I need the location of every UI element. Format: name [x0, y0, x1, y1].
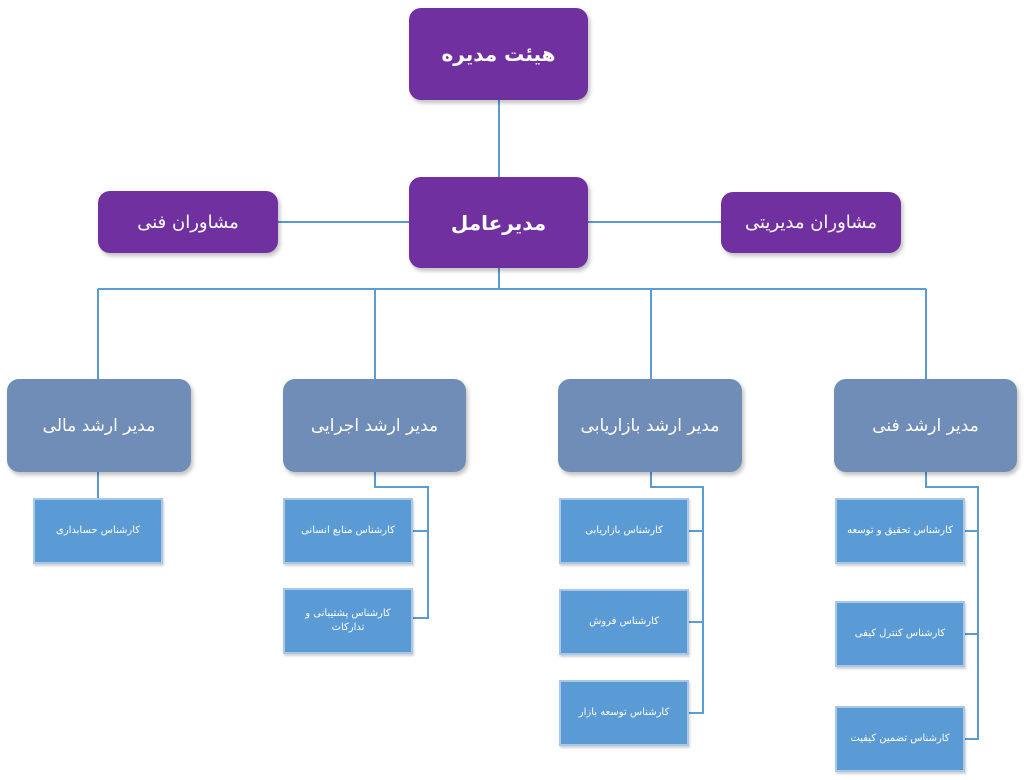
- market-development-expert-box: کارشناس توسعه بازار: [559, 680, 689, 746]
- ceo-box: مدیرعامل: [409, 177, 588, 268]
- accounting-expert-box: کارشناس حسابداری: [33, 498, 163, 564]
- cto-box: مدیر ارشد فنی: [834, 379, 1017, 472]
- technical-advisors-box: مشاوران فنی: [98, 191, 278, 253]
- support-logistics-expert-box: کارشناس پشتیبانی و تدارکات: [283, 588, 413, 654]
- quality-control-expert-box: کارشناس کنترل کیفی: [835, 601, 965, 667]
- coo-box: مدیر ارشد اجرایی: [283, 379, 466, 472]
- management-advisors-box: مشاوران مدیریتی: [721, 192, 901, 253]
- rnd-expert-box: کارشناس تحقیق و توسعه: [835, 498, 965, 564]
- marketing-expert-box: کارشناس بازاریابی: [559, 498, 689, 564]
- cmo-box: مدیر ارشد بازاریابی: [558, 379, 742, 472]
- quality-assurance-expert-box: کارشناس تضمین کیفیت: [835, 706, 965, 772]
- board-box: هیئت مدیره: [409, 8, 588, 100]
- sales-expert-box: کارشناس فروش: [559, 589, 689, 655]
- hr-expert-box: کارشناس منابع انسانی: [283, 498, 413, 564]
- cfo-box: مدیر ارشد مالی: [7, 379, 191, 472]
